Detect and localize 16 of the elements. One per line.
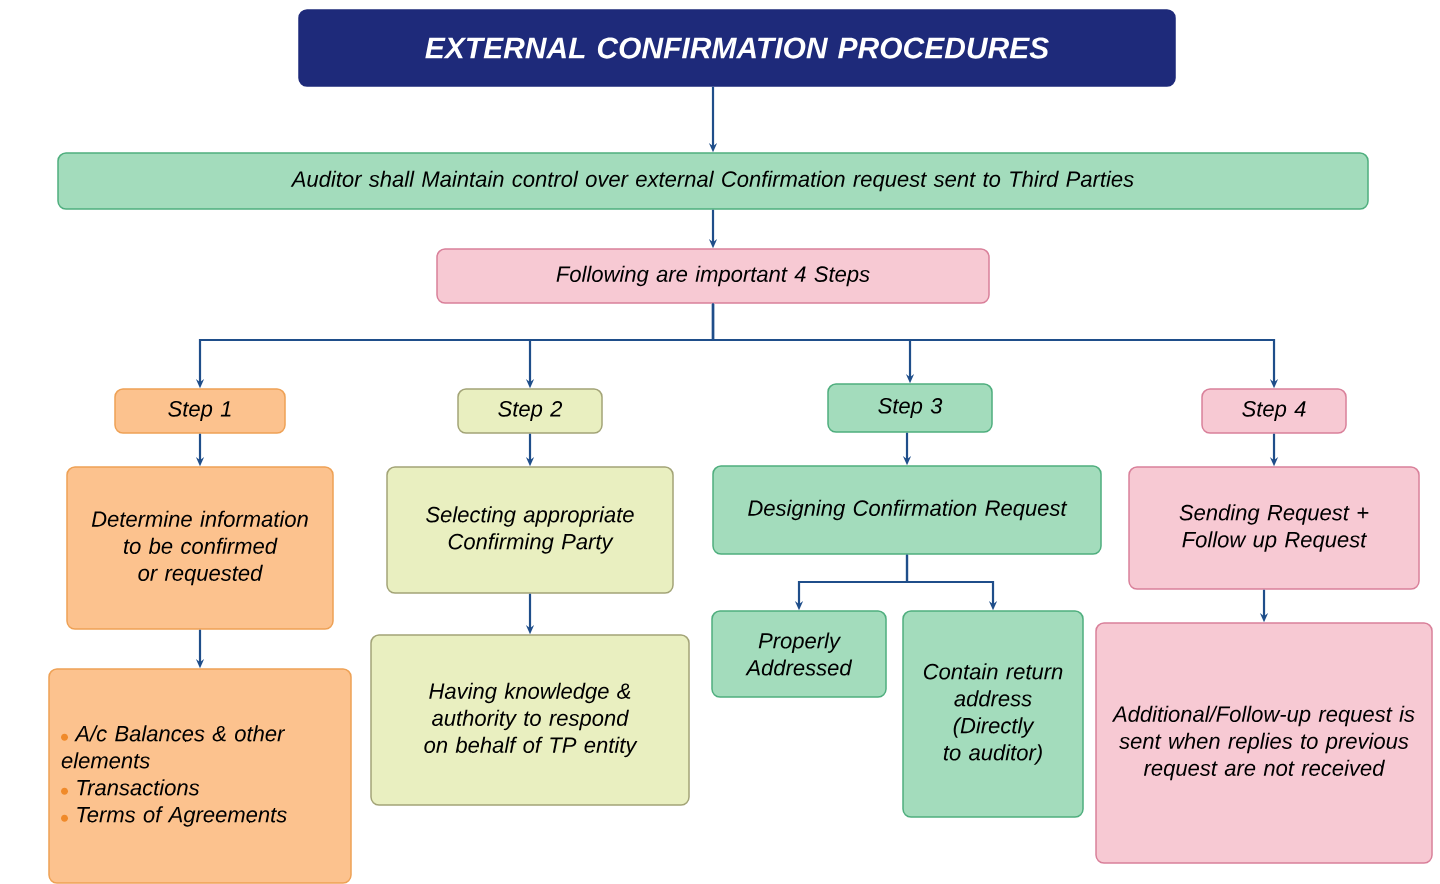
list-box: A/c Balances & other elements Transactions Terms of Agreements [48, 668, 352, 884]
step-box: Step 4 [1201, 388, 1347, 434]
process-box: Having knowledge & authority to respond on behalf of TP entity [370, 634, 690, 806]
step-box: Step 2 [457, 388, 603, 434]
process-box: Sending Request + Follow up Request [1128, 466, 1420, 590]
process-box: Additional/Follow-up request is sent when replies to previous request are not received [1095, 622, 1433, 864]
step-box: Step 3 [827, 383, 993, 433]
process-box: Designing Confirmation Request [712, 465, 1102, 555]
heading-box: Following are important 4 Steps [436, 248, 990, 304]
process-box: Selecting appropriate Confirming Party [386, 466, 674, 594]
process-box: Contain return address (Directly to auditor) [902, 610, 1084, 818]
statement-box: Auditor shall Maintain control over external Confirmation request sent to Third Parties [57, 152, 1369, 210]
title-banner: EXTERNAL CONFIRMATION PROCEDURES [298, 9, 1176, 87]
process-box: Determine information to be confirmed or requested [66, 466, 334, 630]
step-box: Step 1 [114, 388, 286, 434]
process-box: Properly Addressed [711, 610, 887, 698]
